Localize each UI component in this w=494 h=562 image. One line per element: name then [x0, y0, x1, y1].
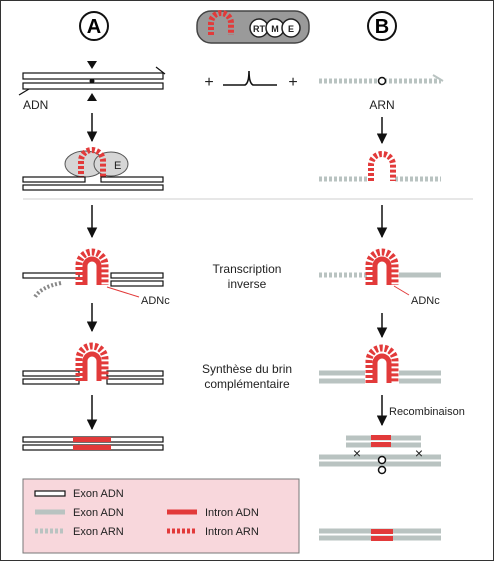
dna-label: ADN: [23, 98, 48, 112]
cdna-label-a: ADNc: [141, 295, 170, 307]
rna-label: ARN: [369, 98, 394, 112]
panel-label-b: B: [367, 11, 397, 41]
integrated-dna-b: [319, 528, 441, 541]
cdna-pointer-b: [393, 285, 410, 296]
synth-a-structure: [22, 342, 164, 385]
enzyme-complex: E: [64, 147, 129, 179]
svg-text:M: M: [271, 24, 279, 34]
dna-strands-row2: [22, 176, 164, 191]
plus-sign-1: +: [204, 74, 213, 91]
step-reverse-transcription-line2: inverse: [228, 277, 267, 291]
target-dna-strands: [18, 61, 166, 101]
synth-b-structure: [319, 344, 441, 384]
rnp-complex-icon: RT M E: [196, 10, 310, 44]
step-complementary-line1: Synthèse du brin: [202, 362, 292, 376]
cdna-pointer-a: [106, 286, 140, 298]
rt-a-structure: [22, 248, 164, 299]
cut-site-top-icon: [87, 61, 97, 69]
panel-label-a: A: [79, 11, 109, 41]
svg-text:A: A: [87, 16, 101, 38]
crossover-mark-left: ×: [353, 445, 361, 461]
cdna-label-b: ADNc: [411, 295, 440, 307]
plus-sign-2: +: [288, 74, 297, 91]
integrated-dna-a: [22, 436, 164, 451]
step-reverse-transcription-line1: Transcription: [213, 262, 282, 276]
legend-rna-exon: Exon ARN: [73, 526, 124, 538]
lariat-line: [223, 70, 277, 86]
step-recombination: Recombinaison: [389, 406, 465, 418]
legend-dna-exon-white: Exon ADN: [73, 488, 124, 500]
rna-strand: [319, 74, 444, 86]
crossover-mark-right: ×: [415, 445, 423, 461]
legend-swatch-dna-exon-white: [34, 490, 66, 497]
legend: Exon ADN Exon ADN Exon ARN Intron ADN In…: [22, 478, 300, 554]
svg-text:RT: RT: [253, 24, 265, 34]
step-complementary-line2: complémentaire: [204, 377, 290, 391]
svg-text:E: E: [114, 160, 121, 172]
legend-dna-intron: Intron ADN: [205, 507, 259, 519]
rt-b-structure: [319, 248, 441, 285]
cut-site-bottom-icon: [87, 93, 97, 101]
rna-loop: [319, 151, 441, 182]
svg-text:B: B: [375, 16, 389, 38]
recombination-b: [319, 435, 441, 475]
svg-text:E: E: [288, 24, 294, 34]
legend-dna-exon-grey: Exon ADN: [73, 507, 124, 519]
legend-rna-intron: Intron ARN: [205, 526, 259, 538]
